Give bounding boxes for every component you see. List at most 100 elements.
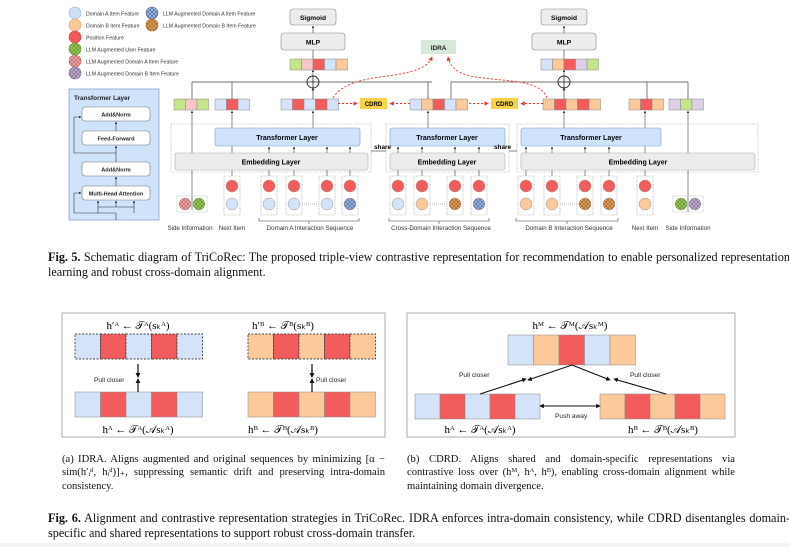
feature-cell: [514, 393, 541, 420]
legend-item-llm-a-pink: LLM Augmented Domain A Item Feature: [68, 54, 178, 68]
feature-cell: [185, 98, 198, 111]
legend-item-position: Position Feature: [68, 30, 124, 44]
legend-item-domain-a: Domain A Item Feature: [68, 6, 139, 20]
seq-vector-cross: [409, 98, 468, 111]
feature-cell: [298, 333, 325, 360]
legend-label: LLM Augmented User Feature: [86, 48, 156, 54]
seq-vector-domain-b: [542, 98, 601, 111]
next-item-vector-left: [214, 98, 250, 111]
position-token: [578, 179, 592, 193]
formula-h-m: hᴹ ← 𝒯ᴹ(𝒜sₖᴹ): [533, 320, 608, 332]
feature-cell: [577, 98, 590, 111]
feature-cell: [226, 98, 239, 111]
idra-box: IDRA: [421, 40, 456, 54]
legend: Domain A Item Feature Domain B Item Feat…: [68, 6, 256, 80]
cdrd-box-left: CDRD: [360, 98, 387, 109]
share-label: share: [494, 144, 511, 151]
embedding-label: Embedding Layer: [242, 160, 301, 167]
fused-vector-right: [540, 58, 599, 71]
item-token: [545, 197, 559, 211]
label-next-item-left: Next Item: [219, 225, 245, 232]
fig6-caption: Fig. 6. Alignment and contrastive repres…: [48, 511, 789, 541]
embedding-label: Embedding Layer: [418, 160, 477, 167]
feature-cell: [292, 98, 305, 111]
feature-cell: [273, 391, 300, 418]
feature-cell: [421, 98, 434, 111]
domain-b-token-3: [600, 146, 618, 216]
feature-cell: [455, 98, 468, 111]
h-prime-b-vector: [247, 333, 376, 360]
feature-cell: [326, 98, 339, 111]
push-label: Push away: [555, 413, 588, 420]
transformer-label: Transformer Layer: [416, 135, 478, 142]
feature-cell: [640, 98, 653, 111]
fused-vector-left: [289, 58, 348, 71]
item-token: [602, 197, 616, 211]
feature-cell: [151, 333, 178, 360]
position-token: [519, 179, 533, 193]
feature-cell: [542, 98, 555, 111]
inset-add-norm-2: Add&Norm: [101, 168, 131, 174]
idra-label: IDRA: [431, 45, 447, 52]
pull-label-left: Pull closer: [459, 372, 490, 379]
feature-cell: [280, 98, 293, 111]
formula-h-prime-b: h′ᴮ ← 𝒯ᴮ(sₖᴮ): [252, 320, 314, 332]
feature-cell: [176, 391, 203, 418]
item-token: [448, 197, 462, 211]
input-tokens: [176, 146, 704, 224]
feature-cell: [273, 333, 300, 360]
position-token: [472, 179, 486, 193]
embedding-layer-b: Embedding Layer: [520, 152, 756, 171]
transformer-layer-a: Transformer Layer: [214, 127, 361, 147]
legend-label: Domain A Item Feature: [86, 12, 139, 18]
feature-cell: [584, 334, 611, 366]
cdrd-arrows: [479, 364, 667, 409]
feature-cell: [125, 333, 152, 360]
legend-item-llm-a-blue: LLM Augmented Domain A Item Feature: [145, 6, 255, 20]
item-token: [262, 197, 276, 211]
feature-cell: [489, 393, 516, 420]
group-brace: [388, 218, 490, 224]
feature-cell: [575, 58, 588, 71]
embedding-label: Embedding Layer: [609, 160, 668, 167]
feature-cell: [599, 393, 626, 420]
pull-label-right: Pull closer: [316, 377, 347, 384]
feature-cell: [552, 58, 565, 71]
sigmoid-label: Sigmoid: [300, 15, 326, 22]
item-token: [320, 197, 334, 211]
label-side-info-right: Side Information: [665, 225, 711, 232]
legend-label: LLM Augmented Domain A Item Feature: [163, 12, 255, 18]
inset-title: Transformer Layer: [74, 95, 131, 102]
feature-cell: [624, 393, 651, 420]
feature-cell: [324, 333, 351, 360]
legend-label: LLM Augmented Domain A Item Feature: [86, 60, 178, 66]
domain-a-token-2: [318, 146, 336, 216]
embedding-layer-cross: Embedding Layer: [389, 152, 506, 171]
feature-cell: [444, 98, 457, 111]
feature-cell: [100, 333, 127, 360]
feature-cell: [303, 98, 316, 111]
legend-item-llm-user: LLM Augmented User Feature: [68, 42, 156, 56]
fig6-caption-text: Alignment and contrastive representation…: [48, 511, 789, 540]
item-token: [287, 197, 301, 211]
feature-cell: [349, 391, 376, 418]
transformer-layer-b: Transformer Layer: [520, 127, 662, 147]
feature-cell: [176, 333, 203, 360]
feature-cell: [699, 393, 726, 420]
subcaption-b: (b) CDRD. Aligns shared and domain-speci…: [407, 454, 735, 492]
feature-cell: [609, 334, 636, 366]
label-cross-domain-seq: Cross-Domain Interaction Sequence: [391, 225, 491, 232]
legend-label: LLM Augmented Domain B Item Feature: [163, 24, 256, 30]
sigmoid-label: Sigmoid: [551, 15, 577, 22]
feature-cell: [315, 98, 328, 111]
concat-operator-left: [306, 75, 320, 89]
domain-a-token-0: [260, 146, 278, 216]
feature-cell: [691, 98, 704, 111]
mlp-label: MLP: [306, 40, 321, 47]
position-token: [415, 179, 429, 193]
feature-cell: [298, 391, 325, 418]
feature-cell: [540, 58, 553, 71]
legend-item-llm-b-orange: LLM Augmented Domain B Item Feature: [145, 18, 256, 32]
feature-cell: [563, 58, 576, 71]
position-token: [391, 179, 405, 193]
